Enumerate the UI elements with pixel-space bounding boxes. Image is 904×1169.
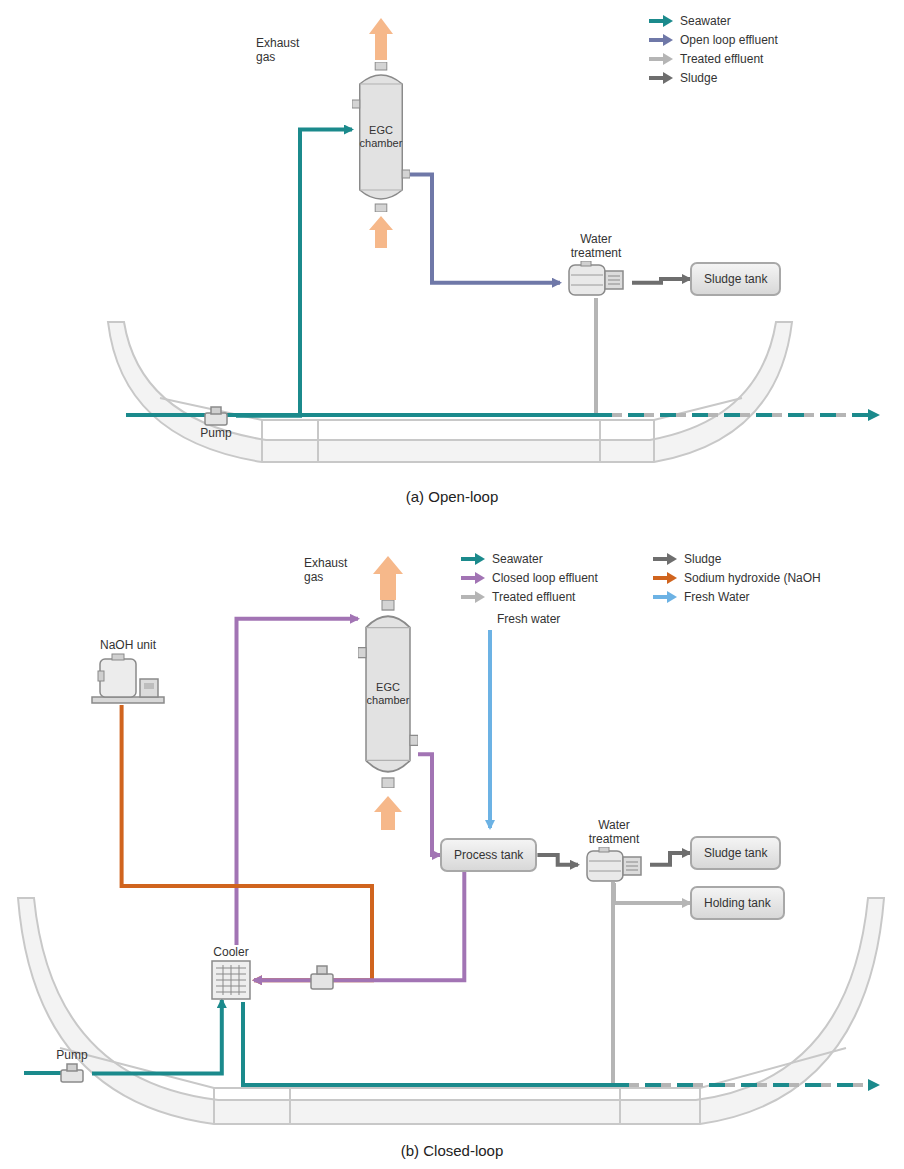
flow-connector: [122, 705, 372, 980]
panel-caption: (a) Open-loop: [0, 488, 904, 506]
legend-swatch: [648, 53, 674, 65]
legend-swatch: [652, 591, 678, 603]
legend-text: Open loop effluent: [680, 33, 778, 47]
panel-caption: (b) Closed-loop: [0, 1142, 904, 1160]
legend-swatch: [648, 34, 674, 46]
flow-connector: [254, 872, 464, 980]
egc-chamber: EGC chamber: [352, 62, 410, 212]
node-label: NaOH unit: [88, 638, 168, 652]
water-treatment-unit: Water treatment: [578, 818, 650, 883]
legend-entry: Seawater: [648, 14, 731, 28]
pump: Pump: [52, 1048, 92, 1083]
legend-entry: Sludge: [648, 71, 717, 85]
flow-connector: [537, 855, 578, 865]
sludge-tank: Sludge tank: [690, 836, 781, 870]
legend-swatch: [648, 15, 674, 27]
cooler-symbol: [211, 960, 251, 1000]
process-tank: Process tank: [440, 838, 537, 872]
legend-entry: Closed loop effluent: [460, 571, 598, 585]
node-label: Water treatment: [578, 818, 650, 846]
legend-entry: Sodium hydroxide (NaOH: [652, 571, 821, 585]
legend-text: Closed loop effluent: [492, 571, 598, 585]
node-label: Sludge tank: [704, 272, 767, 286]
flow-label: Fresh water: [497, 612, 560, 626]
flow-connector: [418, 754, 440, 855]
seawater-line-b: [24, 882, 880, 1091]
naoh-unit: NaOH unit: [88, 638, 168, 705]
legend-text: Treated effluent: [492, 590, 575, 604]
flow-label: Exhaust gas: [304, 556, 368, 584]
pump-symbol: [203, 406, 229, 426]
legend-swatch: [652, 553, 678, 565]
node-label: Pump: [196, 426, 236, 440]
flow-connector: [632, 279, 690, 283]
node-label: Process tank: [454, 848, 523, 862]
legend-swatch: [652, 572, 678, 584]
legend-swatch: [460, 591, 486, 603]
water-treatment-symbol: [565, 261, 627, 297]
node-label: Pump: [52, 1048, 92, 1062]
legend-entry: Seawater: [460, 552, 543, 566]
legend-entry: Fresh Water: [652, 590, 750, 604]
legend-swatch: [460, 553, 486, 565]
node-label: EGC chamber: [358, 681, 418, 707]
legend-text: Treated effluent: [680, 52, 763, 66]
flow-connector: [92, 1000, 222, 1074]
cooler: Cooler: [208, 945, 254, 1000]
flow-connector: [237, 619, 359, 945]
legend-text: Fresh Water: [684, 590, 750, 604]
pump-symbol: [311, 966, 333, 989]
water-treatment-unit: Water treatment: [560, 232, 632, 297]
naoh-unit-symbol: [90, 653, 166, 705]
flow-label: Exhaust gas: [256, 36, 320, 64]
node-label: Sludge tank: [704, 846, 767, 860]
flow-connector: [650, 853, 690, 865]
pump: Pump: [196, 406, 236, 441]
legend-entry: Open loop effluent: [648, 33, 778, 47]
legend-entry: Treated effluent: [648, 52, 763, 66]
water-treatment-symbol: [583, 847, 645, 883]
node-label: Holding tank: [704, 896, 771, 910]
legend-text: Sodium hydroxide (NaOH: [684, 571, 821, 585]
node-label: Cooler: [208, 945, 254, 959]
node-label: EGC chamber: [352, 124, 410, 150]
fresh-water-line: [488, 630, 492, 828]
flow-connector: [410, 175, 560, 283]
legend-entry: Treated effluent: [460, 590, 575, 604]
flow-connector: [614, 883, 690, 903]
seawater-line-a: [126, 298, 880, 421]
legend-text: Seawater: [680, 14, 731, 28]
hull-b: [18, 898, 884, 1124]
node-label: Water treatment: [560, 232, 632, 260]
legend-text: Sludge: [680, 71, 717, 85]
holding-tank: Holding tank: [690, 886, 785, 920]
legend-text: Seawater: [492, 552, 543, 566]
flow-connector: [236, 130, 352, 416]
legend-entry: Sludge: [652, 552, 721, 566]
legend-swatch: [648, 72, 674, 84]
hull-a: [108, 322, 792, 462]
pump-symbol: [59, 1063, 85, 1083]
sludge-tank: Sludge tank: [690, 262, 781, 296]
legend-swatch: [460, 572, 486, 584]
egc-chamber: EGC chamber: [358, 600, 418, 788]
legend-text: Sludge: [684, 552, 721, 566]
